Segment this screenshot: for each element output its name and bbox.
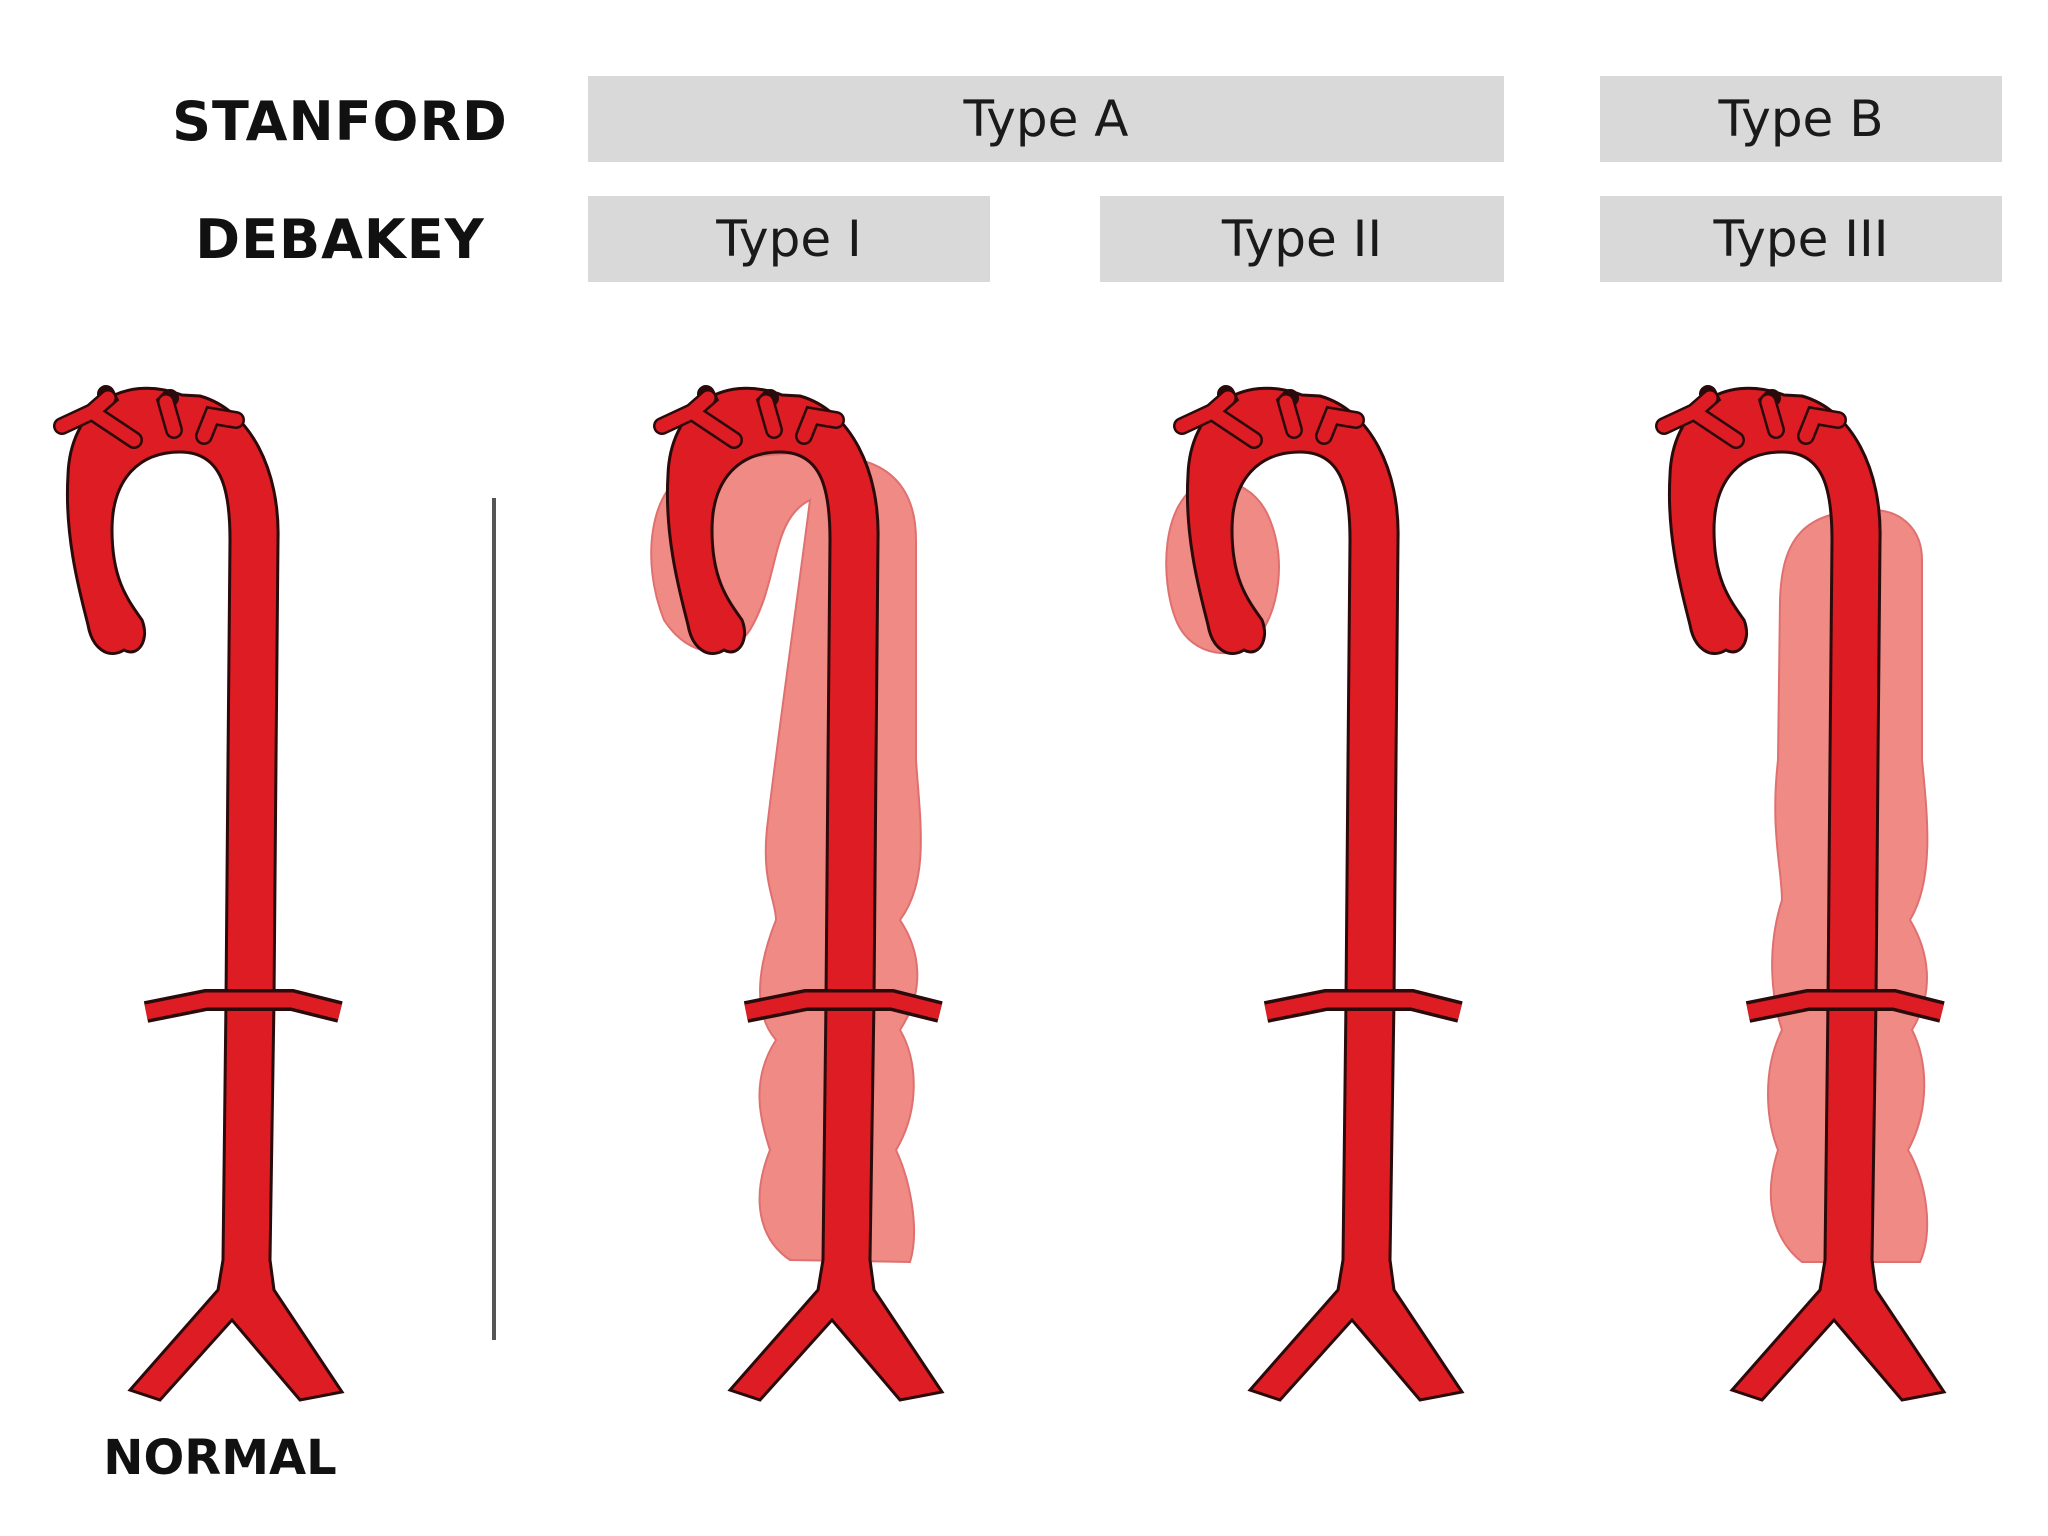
debakey-type-3-box: Type III — [1600, 196, 2002, 282]
debakey-type-1-box: Type I — [588, 196, 990, 282]
normal-label: NORMAL — [103, 1430, 337, 1486]
debakey-label: DEBAKEY — [195, 208, 485, 271]
type-1-aorta-diagram — [650, 0, 960, 1440]
stanford-type-b-box: Type B — [1600, 76, 2002, 162]
stanford-label: STANFORD — [172, 90, 508, 153]
debakey-type-2-box: Type II — [1100, 196, 1504, 282]
divider-line — [492, 498, 496, 1340]
normal-aorta-diagram — [0, 0, 360, 1440]
stanford-type-a-box: Type A — [588, 76, 1504, 162]
type-3-aorta-diagram — [1602, 0, 1962, 1440]
type-2-aorta-diagram — [1165, 0, 1480, 1440]
